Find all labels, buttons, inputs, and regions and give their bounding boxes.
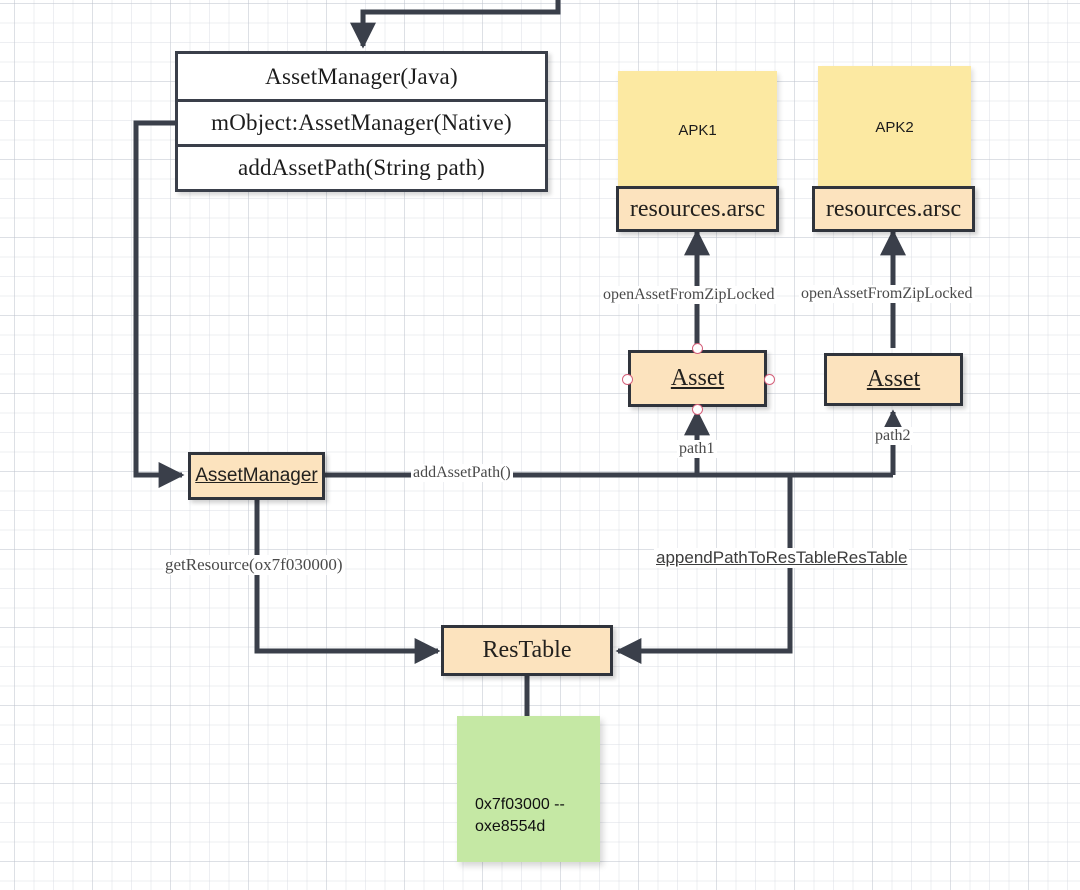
asset-1-box[interactable]: Asset xyxy=(628,350,767,407)
apk2-label: APK2 xyxy=(875,118,914,136)
edge-top-into-class xyxy=(350,0,561,49)
class-row-field-mobject: mObject:AssetManager(Native) xyxy=(178,99,545,144)
edge-getresource-to-restable xyxy=(254,500,441,664)
edge-label-path1: path1 xyxy=(677,440,717,458)
resources-arsc-2-label: resources.arsc xyxy=(825,195,962,222)
edge-label-open-zip-1: openAssetFromZipLocked xyxy=(601,286,777,304)
edge-label-open-zip-2: openAssetFromZipLocked xyxy=(799,285,975,303)
apk1-sticky-note[interactable]: APK1 xyxy=(618,71,777,189)
resources-arsc-2-box[interactable]: resources.arsc xyxy=(812,186,975,232)
asset-1-label: Asset xyxy=(670,365,725,391)
asset-2-label: Asset xyxy=(866,366,921,392)
apk1-label: APK1 xyxy=(678,121,717,139)
restable-box[interactable]: ResTable xyxy=(441,625,613,676)
edge-label-path2: path2 xyxy=(873,427,913,445)
asset-1-handle-right[interactable] xyxy=(763,373,775,385)
class-row-title: AssetManager(Java) xyxy=(265,63,458,89)
resource-range-text: 0x7f03000 -- oxe8554d xyxy=(475,796,565,835)
edge-label-get-resource: getResource(ox7f030000) xyxy=(163,555,345,575)
edge-label-add-asset-path: addAssetPath() xyxy=(411,464,513,482)
asset-2-box[interactable]: Asset xyxy=(824,353,963,406)
assetmanager-java-class-box[interactable]: AssetManager(Java) mObject:AssetManager(… xyxy=(175,51,548,192)
asset-1-handle-left[interactable] xyxy=(621,373,633,385)
assetmanager-native-label: AssetManager xyxy=(195,465,318,486)
resources-arsc-1-label: resources.arsc xyxy=(629,195,766,222)
resources-arsc-1-box[interactable]: resources.arsc xyxy=(616,186,779,232)
resource-range-note[interactable]: 0x7f03000 -- oxe8554d xyxy=(457,716,600,862)
asset-1-handle-top[interactable] xyxy=(691,342,703,354)
edge-label-append-path: appendPathToResTableResTable xyxy=(654,548,910,568)
assetmanager-native-box[interactable]: AssetManager xyxy=(188,452,325,500)
asset-1-handle-bottom[interactable] xyxy=(691,403,703,415)
restable-label: ResTable xyxy=(482,637,572,663)
class-row-method-addassetpath: addAssetPath(String path) xyxy=(178,144,545,189)
apk2-sticky-note[interactable]: APK2 xyxy=(818,66,971,188)
